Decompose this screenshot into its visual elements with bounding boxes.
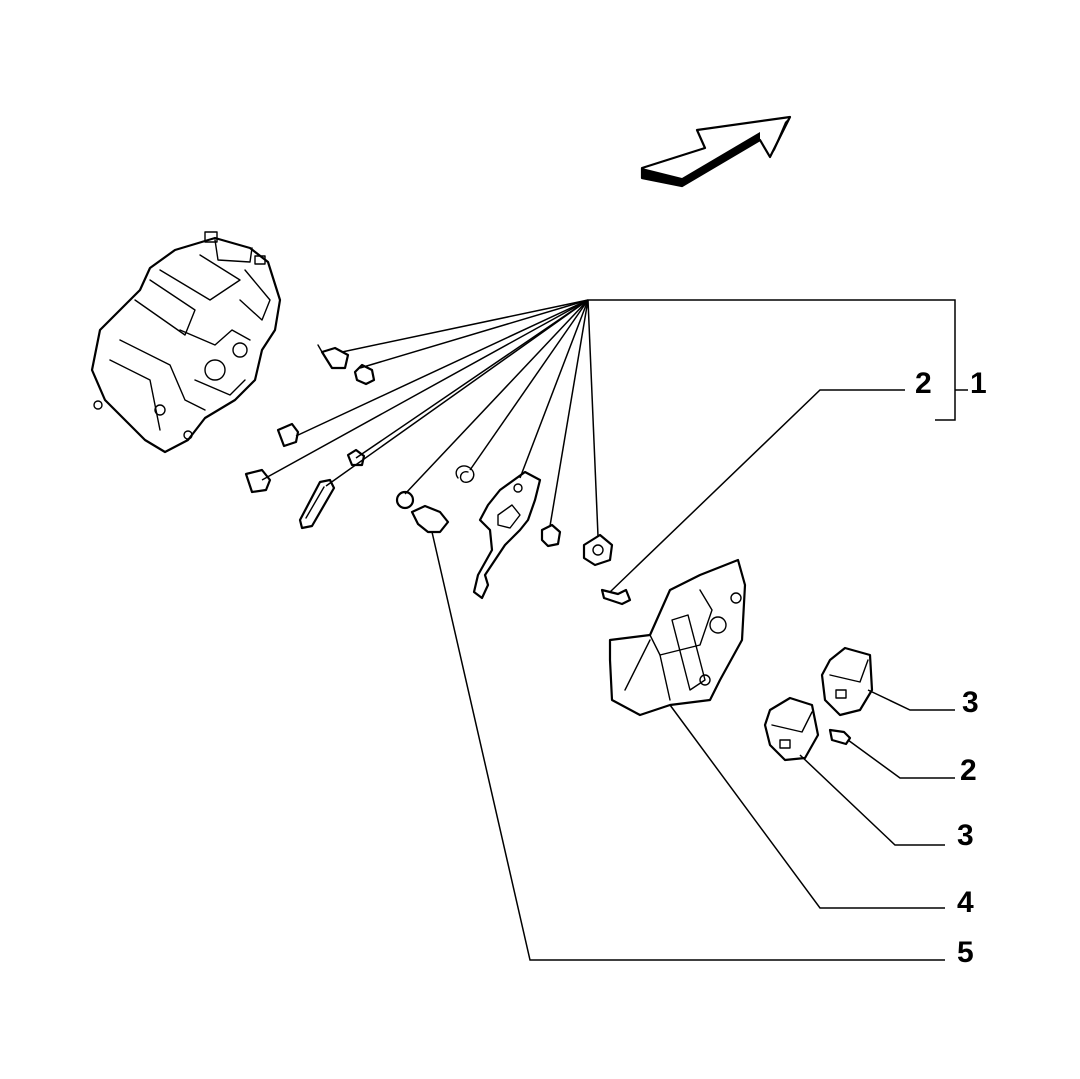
callout-2-top: 2 bbox=[915, 367, 932, 400]
leader-line-3-lower bbox=[799, 754, 945, 846]
spring-part bbox=[455, 465, 475, 483]
callout-2-right: 2 bbox=[960, 754, 977, 787]
leader-line-2-right bbox=[847, 739, 955, 779]
callout-1: 1 bbox=[970, 367, 987, 400]
lock-housing-part bbox=[90, 231, 282, 454]
leader-line-4 bbox=[669, 704, 945, 909]
bushing-part bbox=[582, 533, 614, 567]
lever-plate-part bbox=[472, 470, 542, 600]
link-rod-part bbox=[298, 478, 336, 530]
base-plate-part bbox=[608, 558, 747, 717]
motor-unit-lower-part bbox=[763, 696, 820, 762]
callout-3-lower: 3 bbox=[957, 819, 974, 852]
motor-unit-upper-part bbox=[820, 646, 874, 717]
callout-4: 4 bbox=[957, 886, 974, 919]
ring-part bbox=[395, 490, 415, 510]
pin-part bbox=[317, 344, 350, 370]
leader-lines-group-1 bbox=[261, 299, 968, 537]
callout-3-upper: 3 bbox=[962, 686, 979, 719]
screw-part bbox=[600, 588, 632, 606]
pin-lower-part bbox=[244, 468, 272, 494]
leader-line-5 bbox=[431, 531, 945, 961]
leader-line-3-upper bbox=[867, 689, 955, 711]
leader-line-2-top bbox=[609, 389, 905, 593]
actuator-part bbox=[410, 504, 450, 534]
cap-part bbox=[353, 363, 376, 386]
nut-part bbox=[540, 523, 562, 548]
screw-right-part bbox=[828, 728, 852, 746]
callout-5: 5 bbox=[957, 936, 974, 969]
small-parts-cluster bbox=[244, 344, 632, 606]
direction-arrow-icon bbox=[640, 115, 792, 188]
stud-part bbox=[276, 422, 300, 448]
